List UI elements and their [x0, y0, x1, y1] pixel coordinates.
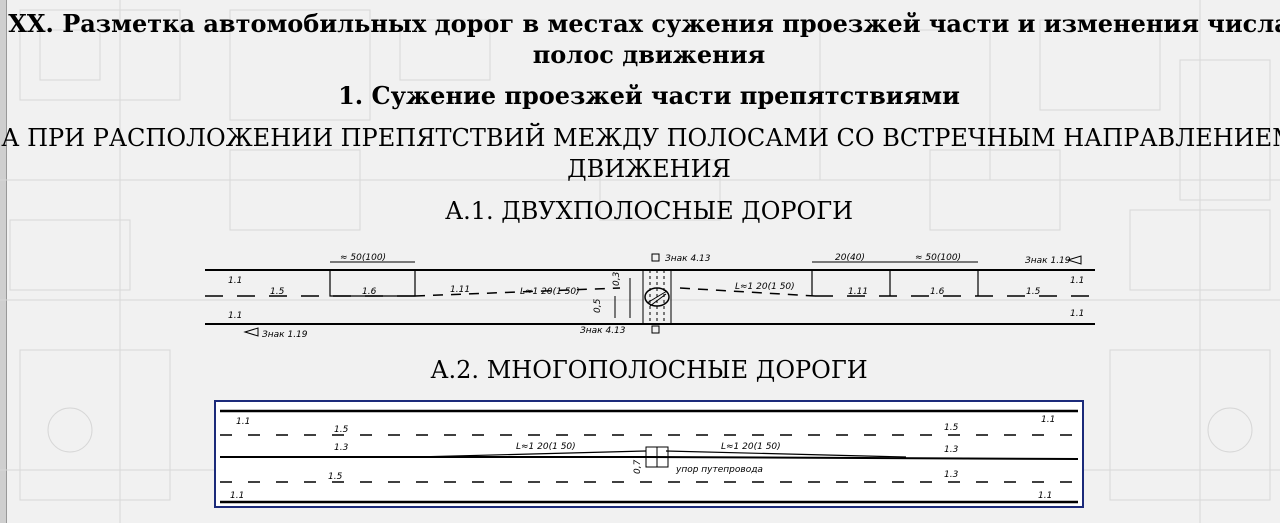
dim-label-right-2: ≈ 50(100) — [915, 253, 961, 263]
window-left-frame — [0, 0, 7, 523]
mark-1-1-bottom-left: 1.1 — [230, 491, 244, 501]
mark-1-5-bottom-left: 1.5 — [328, 472, 343, 482]
mark-1-5-left: 1.5 — [270, 287, 285, 297]
mark-1-3-left: 1.3 — [334, 443, 349, 453]
support-label: упор путепровода — [675, 465, 763, 475]
label-0-5: 0,5 — [593, 298, 603, 313]
mark-1-1-bottom-right: 1.1 — [1070, 309, 1084, 319]
taper-label-left: L≈1 20(1 50) — [516, 442, 576, 452]
label-0-7: 0,7 — [633, 459, 643, 474]
mark-1-6-left: 1.6 — [362, 287, 377, 297]
diagram-multi-lane-road: 1.1 1.5 1.3 1.5 1.1 L≈1 20(1 50) L≈1 20(… — [220, 409, 1079, 504]
mark-1-1-top-left: 1.1 — [236, 417, 250, 427]
mark-1-3-right: 1.3 — [944, 445, 959, 455]
section-heading: 1. Сужение проезжей части препятствиями — [338, 81, 960, 110]
mark-1-11-left: 1.11 — [450, 285, 470, 295]
caption-a2: А.2. МНОГОПОЛОСНЫЕ ДОРОГИ — [430, 356, 868, 384]
main-heading: XX. Разметка автомобильных дорог в места… — [8, 9, 1280, 69]
subsection-heading: А ПРИ РАСПОЛОЖЕНИИ ПРЕПЯТСТВИЙ МЕЖДУ ПОЛ… — [1, 124, 1280, 183]
taper-label-left: L≈1 20(1 50) — [520, 287, 580, 297]
label-0-3: 0,3 — [612, 271, 622, 286]
dim-label-right-1: 20(40) — [835, 253, 865, 263]
mark-1-1-top-left: 1.1 — [228, 276, 242, 286]
taper-label-right: L≈1 20(1 50) — [735, 282, 795, 292]
sign-label-bottom: Знак 4.13 — [580, 326, 626, 336]
taper-label-right: L≈1 20(1 50) — [721, 442, 781, 452]
mark-1-5-top-left: 1.5 — [334, 425, 349, 435]
mark-1-5-top-right: 1.5 — [944, 423, 959, 433]
sign-label-left: Знак 1.19 — [262, 330, 308, 340]
mark-1-11-right: 1.11 — [848, 287, 868, 297]
mark-1-6-right: 1.6 — [930, 287, 945, 297]
mark-1-1-bottom-left: 1.1 — [228, 311, 242, 321]
diagram-two-lane-road: ≈ 50(100) 20(40) ≈ 50(100) Знак 4.13 Зна… — [205, 253, 1095, 340]
mark-1-1-top-right: 1.1 — [1070, 276, 1084, 286]
mark-1-5-right: 1.5 — [1026, 287, 1041, 297]
sign-label-right: Знак 1.19 — [1025, 256, 1071, 266]
sign-label-top: Знак 4.13 — [665, 254, 711, 264]
mark-1-3-bottom-right: 1.3 — [944, 470, 959, 480]
mark-1-1-bottom-right: 1.1 — [1038, 491, 1052, 501]
diagram-multi-lane-frame: 1.1 1.5 1.3 1.5 1.1 L≈1 20(1 50) L≈1 20(… — [214, 400, 1084, 508]
caption-a1: А.1. ДВУХПОЛОСНЫЕ ДОРОГИ — [444, 197, 854, 225]
dim-label-left: ≈ 50(100) — [340, 253, 386, 263]
mark-1-1-top-right: 1.1 — [1041, 415, 1055, 425]
